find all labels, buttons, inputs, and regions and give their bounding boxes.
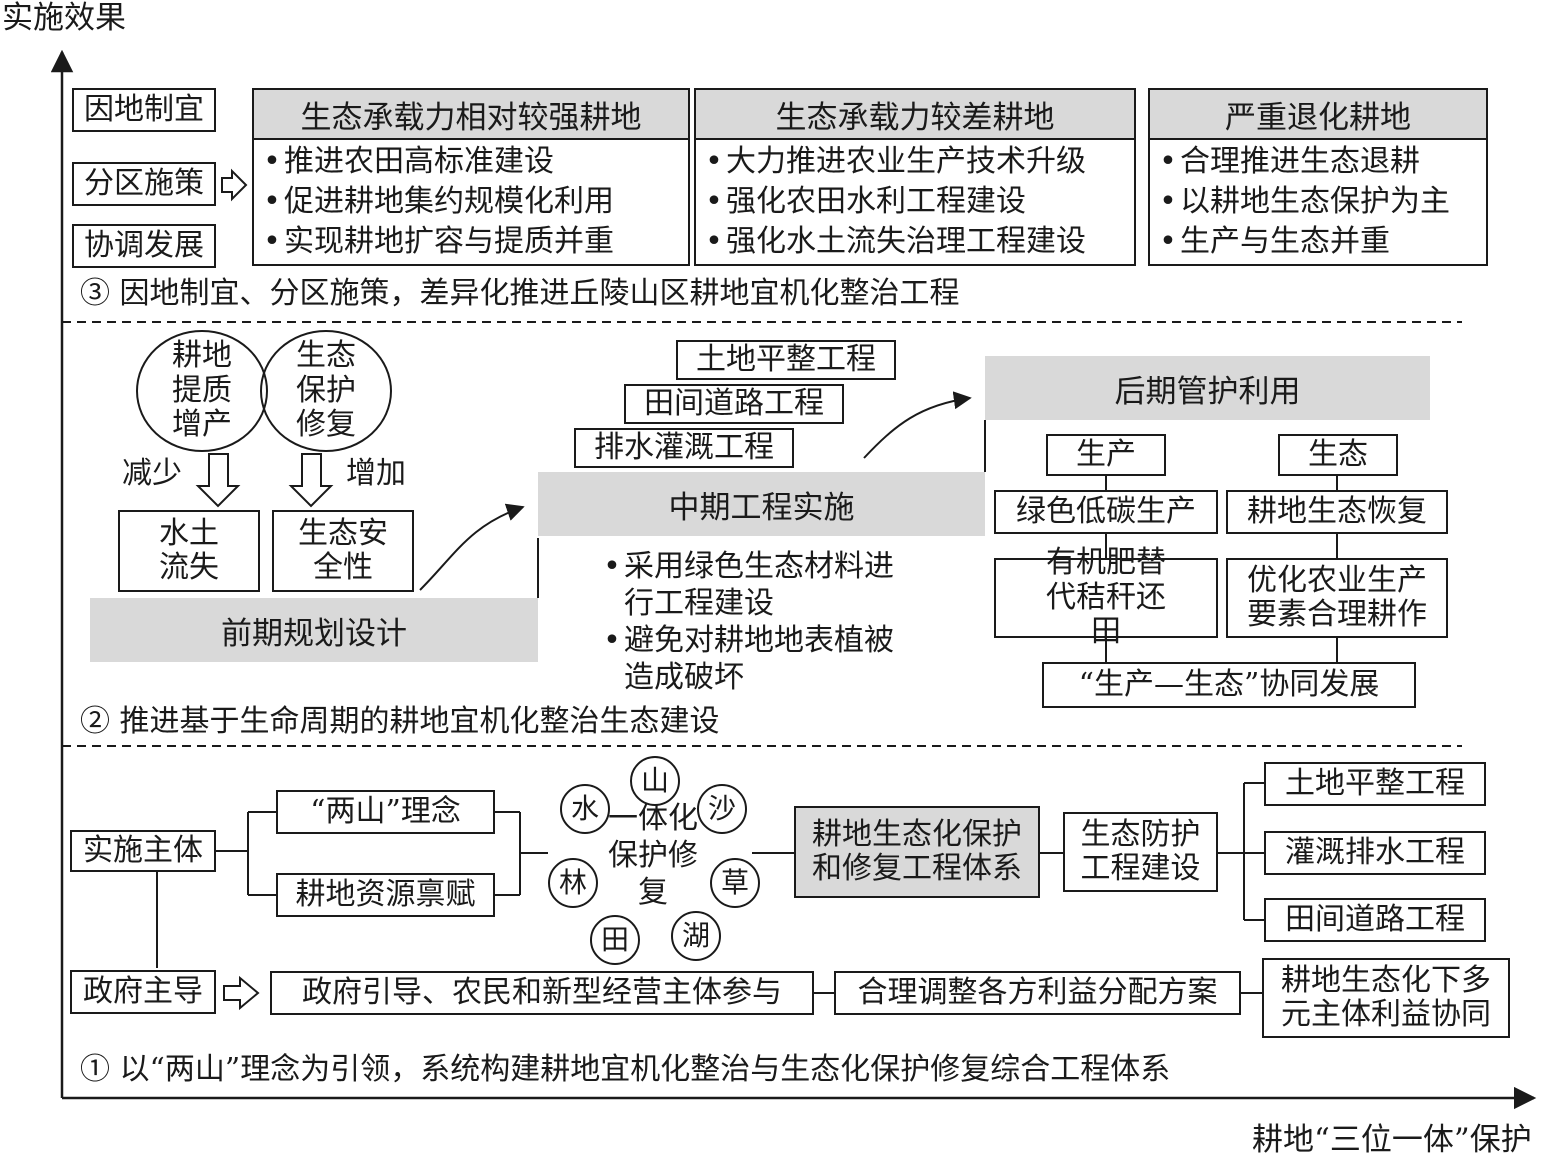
panel-strong-capacity: 生态承载力相对较强耕地 •推进农田高标准建设 •促进耕地集约规模化利用 •实现耕… bbox=[252, 88, 690, 266]
box-cropland-restoration: 耕地生态恢复 bbox=[1226, 490, 1448, 534]
panel-degraded: 严重退化耕地 •合理推进生态退耕 •以耕地生态保护为主 •生产与生态并重 bbox=[1148, 88, 1488, 266]
ring-sand: 沙 bbox=[697, 784, 747, 834]
project-field-roads: 田间道路工程 bbox=[624, 384, 844, 424]
box-implementing-body: 实施主体 bbox=[70, 830, 216, 872]
list-item: •实现耕地扩容与提质并重 bbox=[263, 224, 614, 259]
box-government-led: 政府主导 bbox=[70, 970, 216, 1014]
box-synergy: “生产—生态”协同发展 bbox=[1042, 662, 1416, 708]
box-two-mountains: “两山”理念 bbox=[276, 790, 495, 834]
panel-title: 生态承载力较差耕地 bbox=[696, 90, 1134, 140]
list-item: •生产与生态并重 bbox=[1159, 224, 1390, 259]
panel-weak-capacity: 生态承载力较差耕地 •大力推进农业生产技术升级 •强化农田水利工程建设 •强化水… bbox=[694, 88, 1136, 266]
label-adapt-local: 因地制宜 bbox=[72, 88, 216, 132]
list-item: •合理推进生态退耕 bbox=[1159, 144, 1420, 179]
list-item: •以耕地生态保护为主 bbox=[1159, 184, 1450, 219]
list-item: •强化水土流失治理工程建设 bbox=[705, 224, 1086, 259]
circle-quality-improvement: 耕地提质增产 bbox=[136, 330, 268, 452]
project-field-roads-2: 田间道路工程 bbox=[1264, 898, 1486, 942]
project-drainage-irrigation: 排水灌溉工程 bbox=[574, 428, 794, 468]
ring-center-text: 一体化保护修复 bbox=[608, 801, 698, 910]
curve-arrow-to-stage2 bbox=[419, 503, 525, 591]
circle-eco-restoration: 生态保护修复 bbox=[260, 330, 392, 452]
box-green-production: 绿色低碳生产 bbox=[994, 490, 1218, 534]
project-land-leveling-2: 土地平整工程 bbox=[1264, 762, 1486, 806]
list-item: •促进耕地集约规模化利用 bbox=[263, 184, 614, 219]
measure-green-materials: •采用绿色生态材料进行工程建设 bbox=[603, 549, 894, 621]
ring-grass: 草 bbox=[710, 858, 760, 908]
stage-late-maintenance: 后期管护利用 bbox=[985, 356, 1430, 420]
down-arrow-icon bbox=[288, 453, 334, 508]
ring-lake: 湖 bbox=[671, 911, 721, 961]
list-item: •推进农田高标准建设 bbox=[263, 144, 554, 179]
ring-forest: 林 bbox=[548, 858, 598, 908]
box-organic-fertilizer: 有机肥替代秸秆还田 bbox=[994, 546, 1218, 649]
y-axis-label: 实施效果 bbox=[2, 0, 126, 36]
ring-field: 田 bbox=[590, 915, 640, 965]
box-eco-protection: 生态防护工程建设 bbox=[1063, 812, 1218, 892]
box-eco-safety: 生态安全性 bbox=[272, 510, 414, 592]
down-arrow-icon bbox=[195, 453, 241, 508]
stage-early-planning: 前期规划设计 bbox=[90, 598, 538, 662]
hollow-arrow-icon bbox=[223, 975, 260, 1011]
list-item: •大力推进农业生产技术升级 bbox=[705, 144, 1086, 179]
measure-avoid-damage: •避免对耕地地表植被造成破坏 bbox=[603, 623, 894, 695]
curve-arrow-to-stage3 bbox=[863, 391, 972, 459]
box-benefit-adjustment: 合理调整各方利益分配方案 bbox=[834, 971, 1241, 1015]
stage-mid-implementation: 中期工程实施 bbox=[538, 472, 985, 536]
section3-caption: ③ 因地制宜、分区施策，差异化推进丘陵山区耕地宜机化整治工程 bbox=[80, 276, 960, 311]
x-axis-label: 耕地“三位一体”保护 bbox=[1252, 1122, 1532, 1158]
label-increase: 增加 bbox=[346, 456, 406, 491]
ring-mountain: 山 bbox=[630, 756, 680, 806]
box-government-guidance: 政府引导、农民和新型经营主体参与 bbox=[270, 971, 814, 1015]
label-zoning-policy: 分区施策 bbox=[72, 162, 216, 206]
label-ecology: 生态 bbox=[1278, 434, 1398, 476]
list-item: •强化农田水利工程建设 bbox=[705, 184, 1026, 219]
section2-caption: ② 推进基于生命周期的耕地宜机化整治生态建设 bbox=[80, 704, 720, 739]
section1-caption: ① 以“两山”理念为引领，系统构建耕地宜机化整治与生态化保护修复综合工程体系 bbox=[80, 1052, 1171, 1087]
label-coordinated-development: 协调发展 bbox=[72, 224, 216, 268]
box-soil-erosion: 水土流失 bbox=[118, 510, 260, 592]
panel-title: 生态承载力相对较强耕地 bbox=[254, 90, 688, 140]
ring-water: 水 bbox=[560, 784, 610, 834]
box-multi-stakeholder: 耕地生态化下多元主体利益协同 bbox=[1262, 958, 1510, 1038]
project-land-leveling: 土地平整工程 bbox=[676, 340, 896, 380]
panel-title: 严重退化耕地 bbox=[1150, 90, 1486, 140]
box-optimize-elements: 优化农业生产要素合理耕作 bbox=[1226, 558, 1448, 638]
hollow-arrow-icon bbox=[221, 168, 248, 202]
label-production: 生产 bbox=[1046, 434, 1166, 476]
label-decrease: 减少 bbox=[122, 456, 182, 491]
project-irrigation-drainage: 灌溉排水工程 bbox=[1264, 831, 1486, 875]
box-resource-endowment: 耕地资源禀赋 bbox=[276, 873, 495, 917]
box-protection-system: 耕地生态化保护和修复工程体系 bbox=[794, 806, 1040, 898]
